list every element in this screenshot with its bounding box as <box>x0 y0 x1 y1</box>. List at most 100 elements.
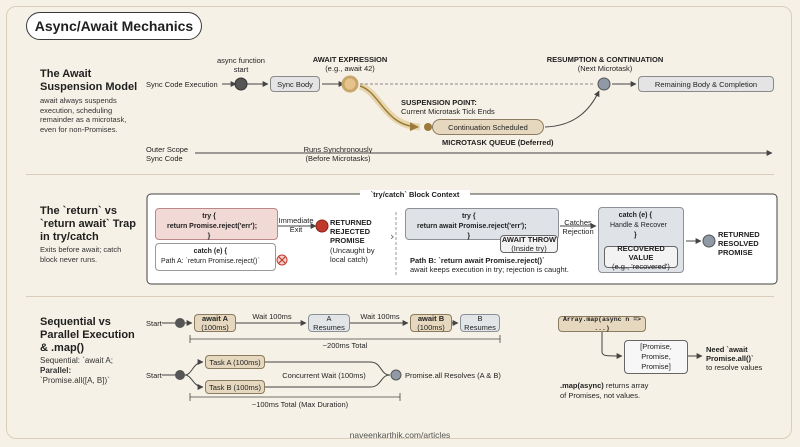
page-frame <box>6 6 792 439</box>
s3-wait-1: Wait 100ms <box>252 312 292 321</box>
page-title: Async/Await Mechanics <box>26 12 202 40</box>
s1-resumption-sub: (Next Microtask) <box>577 64 633 73</box>
s3-all-dot <box>390 369 402 381</box>
s3-a-label: A <box>326 314 332 323</box>
s3-map-box: Array.map(async n => ...) <box>558 316 646 332</box>
s3-promise-arr-2: Promise, <box>641 352 671 361</box>
s1-runs-sync: Runs Synchronously <box>303 145 373 154</box>
s3-need-1: Need `await <box>706 345 748 354</box>
s3-await-b-ms: (100ms) <box>417 323 445 332</box>
s2-catch-kw-b: catch (e) { <box>618 212 653 219</box>
s1-desc: await always suspends execution, schedul… <box>40 96 127 134</box>
s2-desc: Exits before await; catch block never ru… <box>40 245 122 264</box>
s2-close-a: } <box>207 233 211 240</box>
s1-await-expr: AWAIT EXPRESSION <box>312 55 388 64</box>
s3-await-a: await A <box>202 314 228 323</box>
s3-concurrent: Concurrent Wait (100ms) <box>282 371 366 380</box>
s3-wait-2: Wait 100ms <box>360 312 400 321</box>
s3-await-a-ms: (100ms) <box>201 323 229 332</box>
s3-par-branch-b <box>184 374 204 390</box>
s3-title: Sequential vs Parallel Execution & .map(… <box>40 316 135 354</box>
s2-uncaught: (Uncaught by local catch) <box>330 246 375 264</box>
s2-returned-rejected: RETURNED REJECTED PROMISE <box>330 218 372 245</box>
s1-resume-dot <box>597 77 611 91</box>
s1-await-dot <box>341 75 359 93</box>
s3-a-resumes-box: A Resumes <box>308 314 350 332</box>
s2-returned-resolved: RETURNED RESOLVED PROMISE <box>718 230 760 257</box>
s2-close-c: } <box>634 232 637 239</box>
s1-suspension-sub: Current Microtask Tick Ends <box>401 107 495 116</box>
s2-try-box-a: try { return Promise.reject('err'); } <box>155 208 278 240</box>
s2-try-kw-a: try { <box>202 213 216 220</box>
s3-all-resolves: Promise.all Resolves (A & B) <box>405 371 501 380</box>
s3-promise-arr-3: Promise] <box>641 362 671 371</box>
s2-title-text: The `return` vs `return await` Trap in t… <box>40 205 136 243</box>
s3-par-code: `Promise.all([A, B])` <box>40 376 110 385</box>
s1-remaining-box: Remaining Body & Completion <box>638 76 774 92</box>
s3-need-2: Promise.all()` <box>706 354 754 363</box>
s3-par-branch-a <box>184 359 204 376</box>
s2-return-reject: return Promise.reject('err'); <box>167 223 258 230</box>
s2-recovered-eg: (e.g., 'recovered') <box>612 261 670 271</box>
s3-seq-label: Sequential: `await A; <box>40 356 113 365</box>
s2-await-throw-box: AWAIT THROW (Inside try) <box>500 235 558 253</box>
s3-await-b: await B <box>417 314 445 323</box>
s3-need-3: to resolve values <box>706 363 763 372</box>
divider-2 <box>26 296 774 297</box>
s2-close-b: } <box>467 233 471 240</box>
s1-queue-dot <box>424 123 432 131</box>
s2-rejected-dot <box>315 219 329 233</box>
s1-sync-body-box: Sync Body <box>270 76 320 92</box>
s3-par-merge-b <box>265 374 391 388</box>
s3-total-200: ~200ms Total <box>322 341 368 350</box>
footer-url[interactable]: naveenkarthik.com/articles <box>349 430 451 440</box>
s3-a-resumes: Resumes <box>313 323 345 332</box>
s1-suspension-arrow <box>359 85 419 132</box>
s2-path-b-desc: await keeps execution in try; rejection … <box>410 265 569 274</box>
s3-b-resumes: Resumes <box>464 323 496 332</box>
s3-task-a-box: Task A (100ms) <box>205 355 265 369</box>
s2-return-await-reject: return await Promise.reject('err'); <box>417 223 527 230</box>
s3-map-note-2: returns array <box>605 381 649 390</box>
s1-resumption: RESUMPTION & CONTINUATION <box>546 55 664 64</box>
s3-map-note-1: .map(async) <box>560 381 604 390</box>
s3-b-resumes-box: B Resumes <box>460 314 500 332</box>
s3-map-note: .map(async) returns array of Promises, n… <box>560 381 648 400</box>
s3-promise-arr-1: [Promise, <box>640 342 672 351</box>
s3-await-b-box: await B (100ms) <box>410 314 452 332</box>
s3-await-a-box: await A (100ms) <box>194 314 236 332</box>
svg-text:›: › <box>390 230 394 243</box>
s2-try-box-b: try { return await Promise.reject('err')… <box>405 208 559 240</box>
s3-par-merge-a <box>265 361 391 376</box>
s1-microtask-queue: MICROTASK QUEUE (Deferred) <box>442 138 554 147</box>
s3-desc: Sequential: `await A; Parallel: `Promise… <box>40 356 150 386</box>
s3-seq-start: Start <box>146 319 162 328</box>
s1-runs-sync-sub: (Before Microtasks) <box>305 154 371 163</box>
s1-resume-arrow <box>544 90 600 128</box>
s1-outer-scope: Outer Scope Sync Code <box>146 145 189 163</box>
s3-map-note-3: of Promises, not values. <box>560 390 641 400</box>
s3-par-start: Start <box>146 371 162 380</box>
s3-task-b-box: Task B (100ms) <box>205 380 265 394</box>
s2-resolved-dot <box>702 234 716 248</box>
s3-par-label: Parallel: <box>40 366 72 375</box>
s1-async-start: async function start <box>217 56 265 74</box>
s3-total-100: ~100ms Total (Max Duration) <box>251 400 349 409</box>
s3-b-label: B <box>477 314 483 323</box>
s3-par-start-dot <box>175 370 185 380</box>
s3-map-arrow <box>601 330 623 359</box>
s1-start-dot <box>234 77 248 91</box>
s2-recovered-box: RECOVERED VALUE (e.g., 'recovered') <box>604 244 678 271</box>
s2-block-ctx-label: `try/catch` Block Context <box>360 190 470 199</box>
s2-catch-box-a: catch (e) { Path A: `return Promise.reje… <box>155 243 276 271</box>
s2-inside-try: (Inside try) <box>511 244 547 253</box>
s3-promise-array-box: [Promise, Promise, Promise] <box>624 340 688 374</box>
s2-x-mark <box>278 256 286 264</box>
divider-1 <box>26 174 774 175</box>
s2-catches-rejection: Catches Rejection <box>562 218 594 236</box>
s1-title: The Await Suspension Model <box>40 68 138 93</box>
s1-sync-exec: Sync Code Execution <box>146 80 218 89</box>
s1-cont-sched-box: Continuation Scheduled <box>432 119 544 135</box>
s2-handle-recover: Handle & Recover <box>610 222 667 229</box>
s2-immediate-exit: Immediate Exit <box>278 216 314 234</box>
